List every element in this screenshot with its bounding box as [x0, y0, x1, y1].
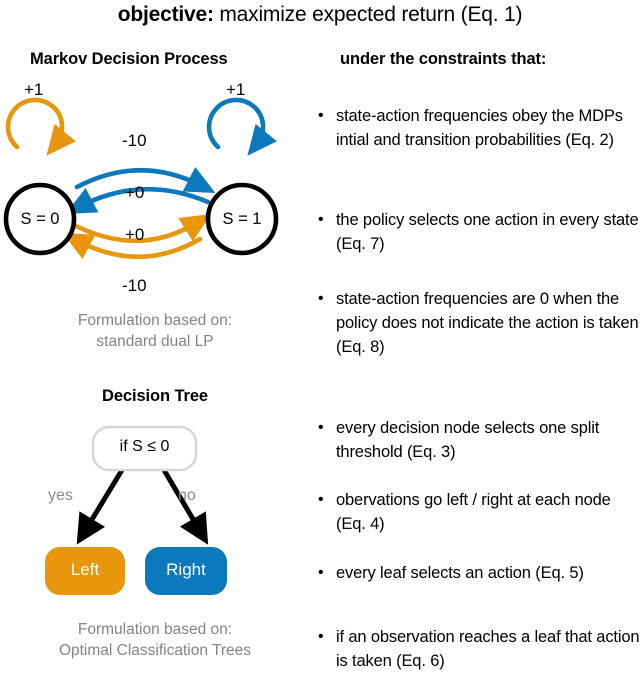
decision-tree-caption: Formulation based on: Optimal Classifica… — [0, 619, 310, 661]
decision-tree-root-node — [91, 425, 198, 472]
decision-tree-svg — [45, 425, 227, 595]
decision-tree-root-label: if S ≤ 0 — [119, 438, 170, 455]
mdp-diagram: +1 +1 -10 +0 +0 -10 S = 0 S = 1 — [0, 80, 310, 312]
bullet-icon: • — [318, 564, 324, 581]
self-loop-arc-state1 — [206, 97, 277, 156]
transition-arc-orange-forward — [71, 214, 211, 244]
list-item-text: the policy selects one action in every s… — [336, 211, 639, 253]
bullet-icon: • — [318, 107, 324, 124]
transition-reward-orange-forward: +0 — [125, 225, 145, 244]
state-node-0 — [3, 182, 77, 256]
list-item-text: every decision node selects one split th… — [336, 419, 600, 461]
list-item-text: state-action frequencies are 0 when the … — [336, 290, 639, 356]
list-item: • every leaf selects an action (Eq. 5) — [318, 561, 640, 585]
list-item-text: if an observation reaches a leaf that ac… — [336, 628, 640, 670]
page-title-rest: maximize expected return (Eq. 1) — [213, 3, 523, 26]
transition-arc-blue-backward — [65, 186, 211, 215]
list-item-text: obervations go left / right at each node… — [336, 491, 611, 533]
bullet-icon: • — [318, 491, 324, 508]
mdp-section-heading: Markov Decision Process — [30, 50, 228, 68]
page-title-bold: objective: — [117, 3, 214, 26]
decision-tree-leaf-right — [145, 547, 227, 595]
page-title: objective: maximize expected return (Eq.… — [0, 2, 640, 28]
state-label-1: S = 1 — [222, 210, 262, 228]
bullet-icon: • — [318, 419, 324, 436]
list-item-text: every leaf selects an action (Eq. 5) — [336, 564, 584, 582]
constraints-section-heading: under the constraints that: — [340, 50, 547, 68]
self-loop-reward-state1: +1 — [226, 80, 246, 99]
transition-arc-orange-backward — [62, 232, 203, 260]
list-item: • every decision node selects one split … — [318, 416, 640, 464]
decision-tree-heading: Decision Tree — [102, 387, 208, 405]
bullet-icon: • — [318, 628, 324, 645]
decision-tree-no-label: no — [178, 487, 196, 504]
decision-tree-diagram: if S ≤ 0 yes no Left Right — [0, 415, 310, 615]
bullet-icon: • — [318, 290, 324, 307]
edge-no — [161, 468, 209, 545]
list-item: • state-action frequencies are 0 when th… — [318, 287, 640, 359]
list-item: • if an observation reaches a leaf that … — [318, 625, 640, 673]
list-item: • state-action frequencies obey the MDPs… — [318, 104, 640, 152]
decision-tree-caption-line-2: Optimal Classification Trees — [58, 642, 252, 659]
self-loop-reward-state0: +1 — [24, 80, 44, 99]
decision-tree-leaf-left — [45, 547, 125, 595]
mdp-caption-line-2: standard dual LP — [96, 333, 214, 350]
decision-tree-caption-line-1: Formulation based on: — [77, 621, 233, 638]
state-node-1 — [205, 182, 279, 256]
list-item: • obervations go left / right at each no… — [318, 488, 640, 536]
decision-tree-right-leaf-label: Right — [166, 560, 206, 579]
state-label-0: S = 0 — [20, 210, 60, 228]
decision-tree-yes-label: yes — [48, 487, 73, 504]
mdp-diagram-svg — [3, 97, 279, 260]
list-item-text: state-action frequencies obey the MDPs i… — [336, 107, 623, 149]
list-item: • the policy selects one action in every… — [318, 208, 640, 256]
mdp-caption: Formulation based on: standard dual LP — [0, 310, 310, 352]
decision-tree-left-leaf-label: Left — [70, 560, 100, 579]
mdp-caption-line-1: Formulation based on: — [77, 312, 233, 329]
transition-reward-blue-forward: -10 — [122, 131, 147, 150]
self-loop-arc-state0 — [5, 97, 76, 156]
edge-yes — [76, 468, 125, 545]
transition-reward-blue-backward: +0 — [125, 183, 145, 202]
bullet-icon: • — [318, 211, 324, 228]
transition-arc-blue-forward — [74, 166, 216, 193]
transition-reward-orange-backward: -10 — [122, 276, 147, 295]
